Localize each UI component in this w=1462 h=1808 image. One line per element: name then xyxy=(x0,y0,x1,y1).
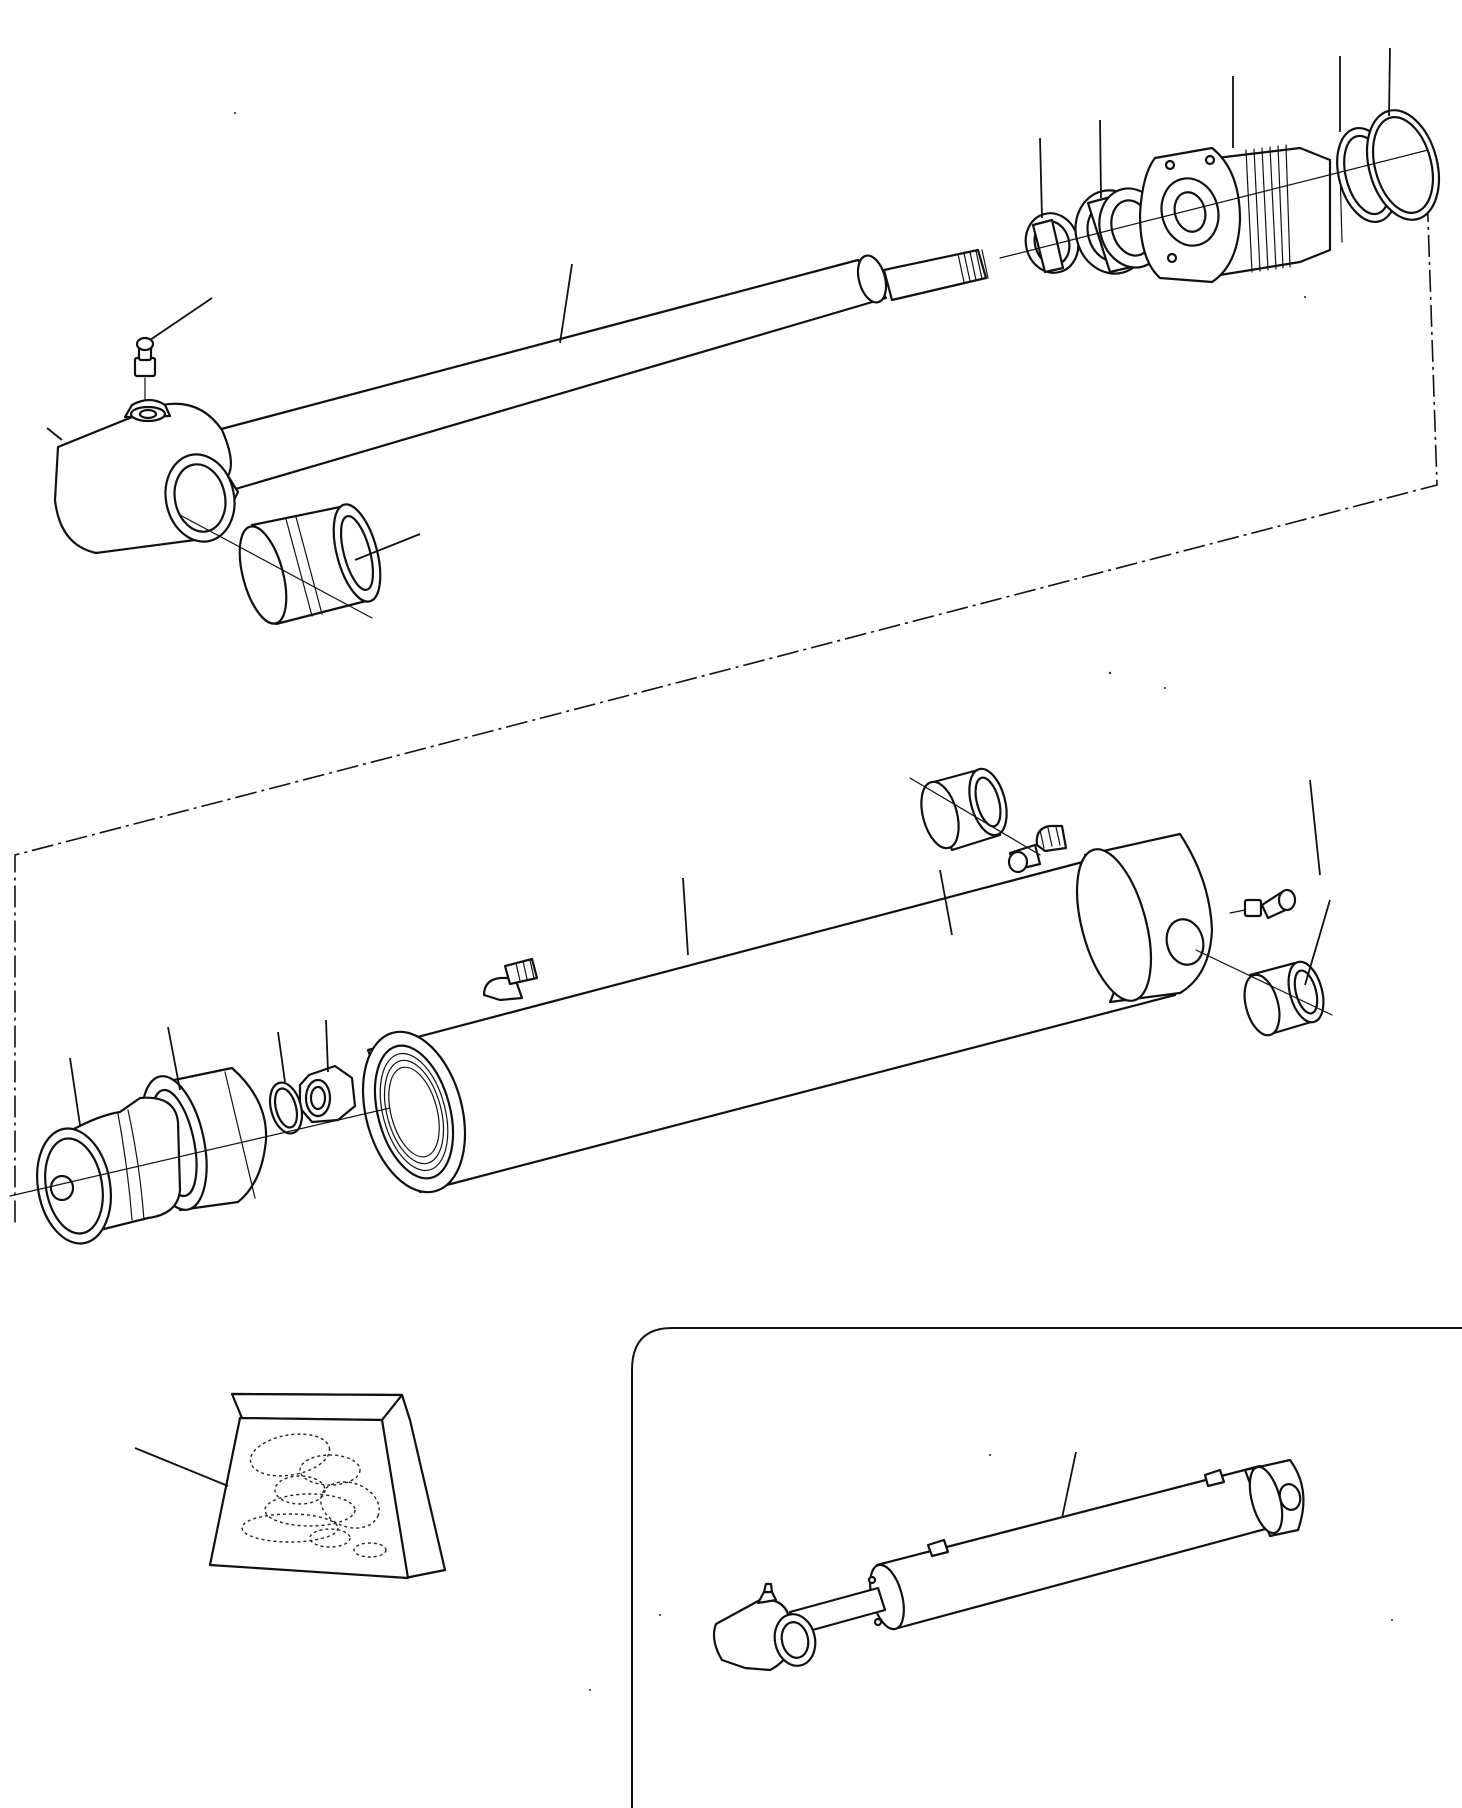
complete-unit-inset xyxy=(631,1327,1462,1808)
barrel-bushing-side[interactable] xyxy=(1195,949,1333,1039)
seal-kit-contents xyxy=(241,1433,387,1558)
seal-kit[interactable] xyxy=(134,1392,447,1580)
inset-frame xyxy=(631,1327,1462,1808)
lock-nut[interactable] xyxy=(298,1064,357,1124)
upper-leader-lines xyxy=(46,47,1391,561)
scan-specks xyxy=(234,112,1393,1691)
retaining-ring[interactable] xyxy=(265,1079,307,1137)
gland[interactable] xyxy=(1138,144,1343,284)
eye-bushing[interactable] xyxy=(179,500,389,629)
barrel-port-front xyxy=(482,957,539,1002)
lower-leader-lines xyxy=(69,779,1331,1126)
rod-eye[interactable] xyxy=(53,398,242,555)
backup-ring[interactable] xyxy=(1356,102,1451,228)
barrel-centre-line xyxy=(9,1107,391,1197)
lower-assembly xyxy=(9,765,1333,1250)
barrel-port-rear xyxy=(1007,824,1068,874)
barrel-grease-nipple[interactable] xyxy=(1229,888,1297,920)
complete-cylinder[interactable] xyxy=(712,1451,1305,1672)
barrel-bushing-top[interactable] xyxy=(909,765,1041,856)
wiper-ring[interactable] xyxy=(1066,181,1173,282)
piston-rod[interactable] xyxy=(208,248,989,492)
gland-thread xyxy=(1245,144,1291,273)
rod-centre-line xyxy=(999,149,1429,259)
cylinder-barrel[interactable] xyxy=(346,832,1214,1204)
barrel-internal-thread xyxy=(379,1052,449,1172)
upper-assembly xyxy=(14,47,1451,1225)
assembly-reference-frame xyxy=(14,129,1438,1225)
rod-seal[interactable] xyxy=(1019,207,1085,278)
rod-thread xyxy=(957,249,989,283)
grease-nipple[interactable] xyxy=(133,336,157,401)
piston[interactable] xyxy=(28,1096,182,1250)
